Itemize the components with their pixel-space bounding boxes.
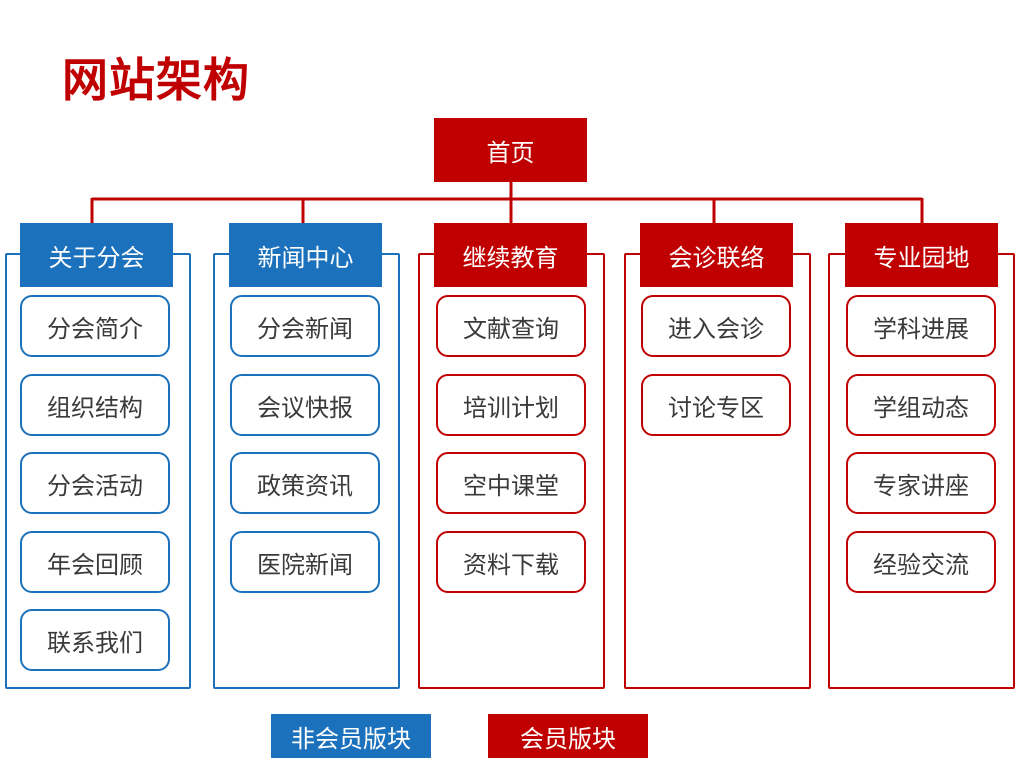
legend-non-member: 非会员版块 <box>271 714 431 758</box>
leaf-item[interactable]: 政策资讯 <box>230 452 380 514</box>
leaf-item[interactable]: 文献查询 <box>436 295 586 357</box>
section-header-education[interactable]: 继续教育 <box>434 223 587 287</box>
leaf-item[interactable]: 培训计划 <box>436 374 586 436</box>
root-node[interactable]: 首页 <box>434 118 587 182</box>
page-title: 网站架构 <box>62 53 250 107</box>
section-header-professional[interactable]: 专业园地 <box>845 223 998 287</box>
section-header-consultation[interactable]: 会诊联络 <box>640 223 793 287</box>
leaf-item[interactable]: 分会活动 <box>20 452 170 514</box>
section-header-news[interactable]: 新闻中心 <box>229 223 382 287</box>
leaf-item[interactable]: 学组动态 <box>846 374 996 436</box>
leaf-item[interactable]: 分会简介 <box>20 295 170 357</box>
leaf-item[interactable]: 年会回顾 <box>20 531 170 593</box>
leaf-item[interactable]: 会议快报 <box>230 374 380 436</box>
leaf-item[interactable]: 进入会诊 <box>641 295 791 357</box>
leaf-item[interactable]: 医院新闻 <box>230 531 380 593</box>
leaf-item[interactable]: 分会新闻 <box>230 295 380 357</box>
leaf-item[interactable]: 专家讲座 <box>846 452 996 514</box>
leaf-item[interactable]: 空中课堂 <box>436 452 586 514</box>
leaf-item[interactable]: 联系我们 <box>20 609 170 671</box>
leaf-item[interactable]: 资料下载 <box>436 531 586 593</box>
leaf-item[interactable]: 经验交流 <box>846 531 996 593</box>
leaf-item[interactable]: 学科进展 <box>846 295 996 357</box>
section-header-about[interactable]: 关于分会 <box>20 223 173 287</box>
leaf-item[interactable]: 讨论专区 <box>641 374 791 436</box>
legend-member: 会员版块 <box>488 714 648 758</box>
leaf-item[interactable]: 组织结构 <box>20 374 170 436</box>
